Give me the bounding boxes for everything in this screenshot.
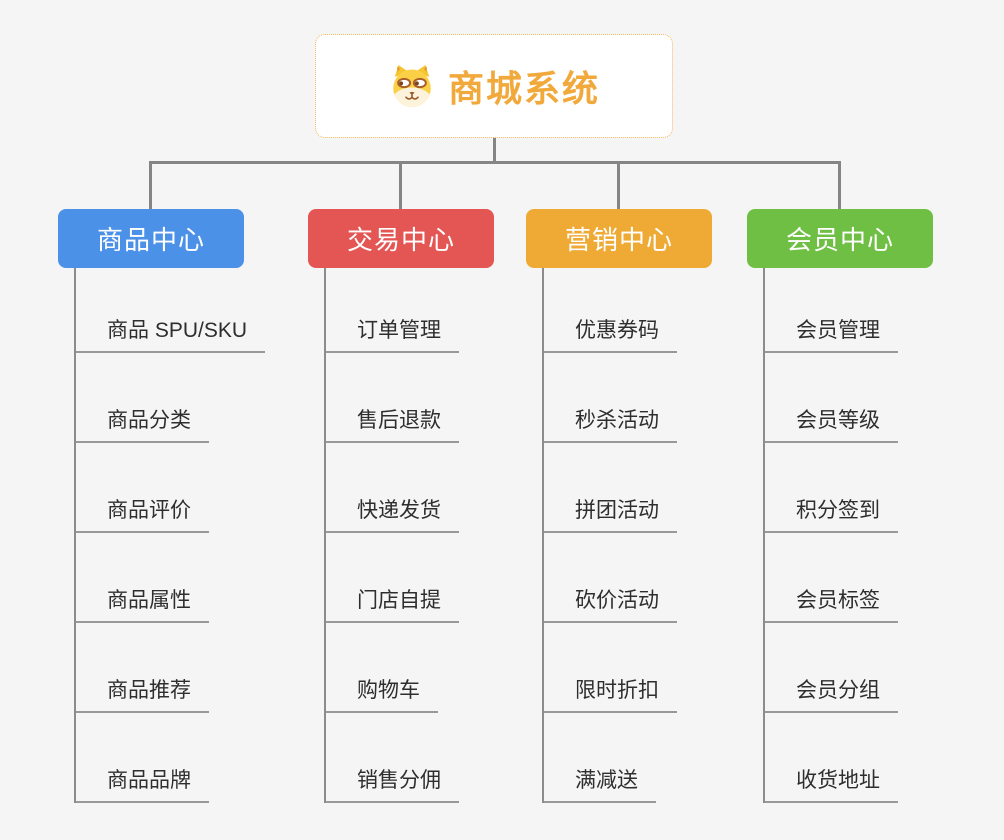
leaf-node: 秒杀活动	[544, 353, 756, 443]
connector-horizontal	[150, 161, 841, 164]
branch-trade-center: 交易中心 订单管理 售后退款 快递发货 门店自提 购物车 销售分佣	[308, 209, 538, 803]
branch-children-product: 商品 SPU/SKU 商品分类 商品评价 商品属性 商品推荐 商品品牌	[74, 268, 288, 803]
leaf-label[interactable]: 会员管理	[765, 314, 898, 353]
leaf-label[interactable]: 商品推荐	[76, 674, 209, 713]
shiba-dog-icon	[388, 62, 436, 110]
leaf-node: 拼团活动	[544, 443, 756, 533]
branch-node-marketing-center[interactable]: 营销中心	[526, 209, 712, 268]
leaf-label[interactable]: 会员分组	[765, 674, 898, 713]
leaf-label[interactable]: 限时折扣	[544, 674, 677, 713]
root-title: 商城系统	[447, 68, 600, 109]
leaf-node: 限时折扣	[544, 623, 756, 713]
connector-drop-1	[149, 161, 152, 209]
root-node[interactable]: 商城系统	[315, 34, 673, 138]
leaf-node: 商品推荐	[76, 623, 288, 713]
leaf-node: 商品分类	[76, 353, 288, 443]
branch-node-product-center[interactable]: 商品中心	[58, 209, 244, 268]
leaf-node: 商品属性	[76, 533, 288, 623]
leaf-label[interactable]: 快递发货	[326, 494, 459, 533]
connector-drop-4	[838, 161, 841, 209]
leaf-label[interactable]: 会员等级	[765, 404, 898, 443]
leaf-label[interactable]: 收货地址	[765, 764, 898, 803]
leaf-label[interactable]: 商品品牌	[76, 764, 209, 803]
leaf-node: 会员管理	[765, 268, 977, 353]
leaf-label[interactable]: 订单管理	[326, 314, 459, 353]
leaf-label[interactable]: 积分签到	[765, 494, 898, 533]
leaf-node: 门店自提	[326, 533, 538, 623]
leaf-label[interactable]: 销售分佣	[326, 764, 459, 803]
leaf-label[interactable]: 砍价活动	[544, 584, 677, 623]
branch-children-marketing: 优惠券码 秒杀活动 拼团活动 砍价活动 限时折扣 满减送	[542, 268, 756, 803]
leaf-node: 商品评价	[76, 443, 288, 533]
leaf-node: 收货地址	[765, 713, 977, 803]
leaf-label[interactable]: 购物车	[326, 674, 438, 713]
leaf-label[interactable]: 门店自提	[326, 584, 459, 623]
leaf-node: 积分签到	[765, 443, 977, 533]
leaf-label[interactable]: 优惠券码	[544, 314, 677, 353]
leaf-label[interactable]: 会员标签	[765, 584, 898, 623]
leaf-label[interactable]: 商品评价	[76, 494, 209, 533]
leaf-node: 商品品牌	[76, 713, 288, 803]
leaf-node: 快递发货	[326, 443, 538, 533]
branch-node-trade-center[interactable]: 交易中心	[308, 209, 494, 268]
leaf-node: 满减送	[544, 713, 756, 803]
leaf-node: 会员分组	[765, 623, 977, 713]
leaf-node: 会员等级	[765, 353, 977, 443]
leaf-node: 商品 SPU/SKU	[76, 268, 288, 353]
leaf-label[interactable]: 商品 SPU/SKU	[76, 314, 266, 353]
leaf-node: 优惠券码	[544, 268, 756, 353]
branch-children-trade: 订单管理 售后退款 快递发货 门店自提 购物车 销售分佣	[324, 268, 538, 803]
leaf-label[interactable]: 秒杀活动	[544, 404, 677, 443]
leaf-node: 砍价活动	[544, 533, 756, 623]
leaf-label[interactable]: 售后退款	[326, 404, 459, 443]
leaf-node: 销售分佣	[326, 713, 538, 803]
leaf-node: 售后退款	[326, 353, 538, 443]
leaf-node: 购物车	[326, 623, 538, 713]
leaf-label[interactable]: 满减送	[544, 764, 656, 803]
connector-drop-2	[399, 161, 402, 209]
leaf-node: 订单管理	[326, 268, 538, 353]
branch-children-member: 会员管理 会员等级 积分签到 会员标签 会员分组 收货地址	[763, 268, 977, 803]
branch-member-center: 会员中心 会员管理 会员等级 积分签到 会员标签 会员分组 收货地址	[747, 209, 977, 803]
branch-marketing-center: 营销中心 优惠券码 秒杀活动 拼团活动 砍价活动 限时折扣 满减送	[526, 209, 756, 803]
connector-root-stem	[493, 138, 496, 162]
branch-node-member-center[interactable]: 会员中心	[747, 209, 933, 268]
branch-product-center: 商品中心 商品 SPU/SKU 商品分类 商品评价 商品属性 商品推荐 商品品牌	[58, 209, 288, 803]
leaf-node: 会员标签	[765, 533, 977, 623]
leaf-label[interactable]: 商品属性	[76, 584, 209, 623]
leaf-label[interactable]: 商品分类	[76, 404, 209, 443]
connector-drop-3	[617, 161, 620, 209]
leaf-label[interactable]: 拼团活动	[544, 494, 677, 533]
